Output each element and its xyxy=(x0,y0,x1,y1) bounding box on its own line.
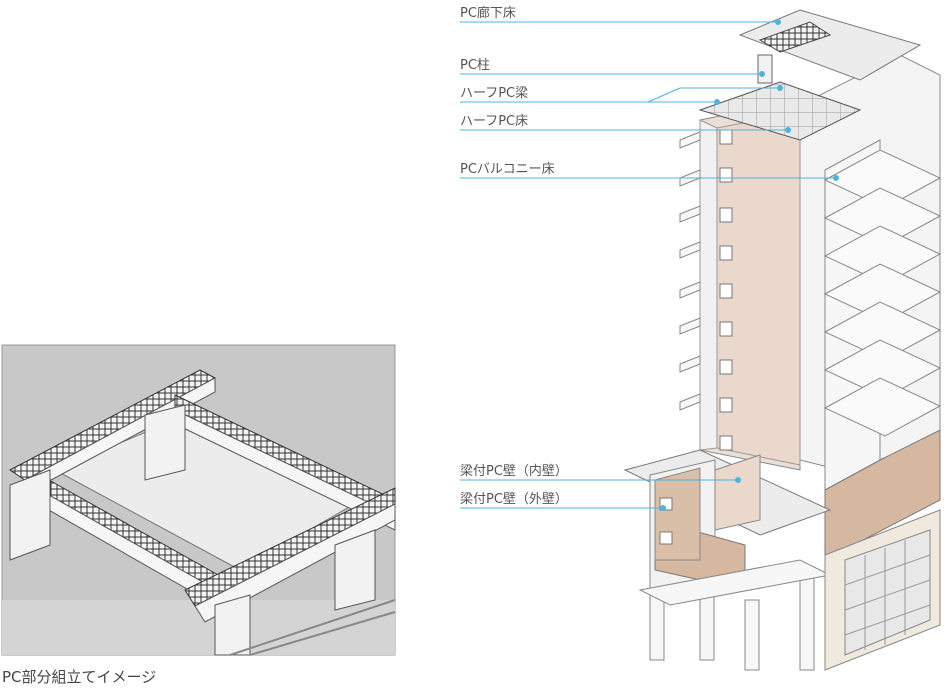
building-illustration xyxy=(623,9,942,671)
label-beam-pc-wall-inner: 梁付PC壁（内壁） xyxy=(460,463,568,479)
label-half-pc-floor: ハーフPC床 xyxy=(460,114,528,129)
leader-lines xyxy=(460,21,836,509)
label-beam-pc-wall-outer: 梁付PC壁（外壁） xyxy=(460,492,568,507)
label-pc-column: PC柱 xyxy=(460,58,490,73)
image-caption: PC部分組立てイメージ xyxy=(2,668,156,686)
label-pc-corridor-floor: PC廊下床 xyxy=(460,5,516,21)
pc-assembly-image xyxy=(1,344,396,656)
leader-dots xyxy=(660,19,839,511)
label-half-pc-beam: ハーフPC梁 xyxy=(460,86,528,101)
label-pc-balcony-floor: PCバルコニー床 xyxy=(460,162,555,177)
